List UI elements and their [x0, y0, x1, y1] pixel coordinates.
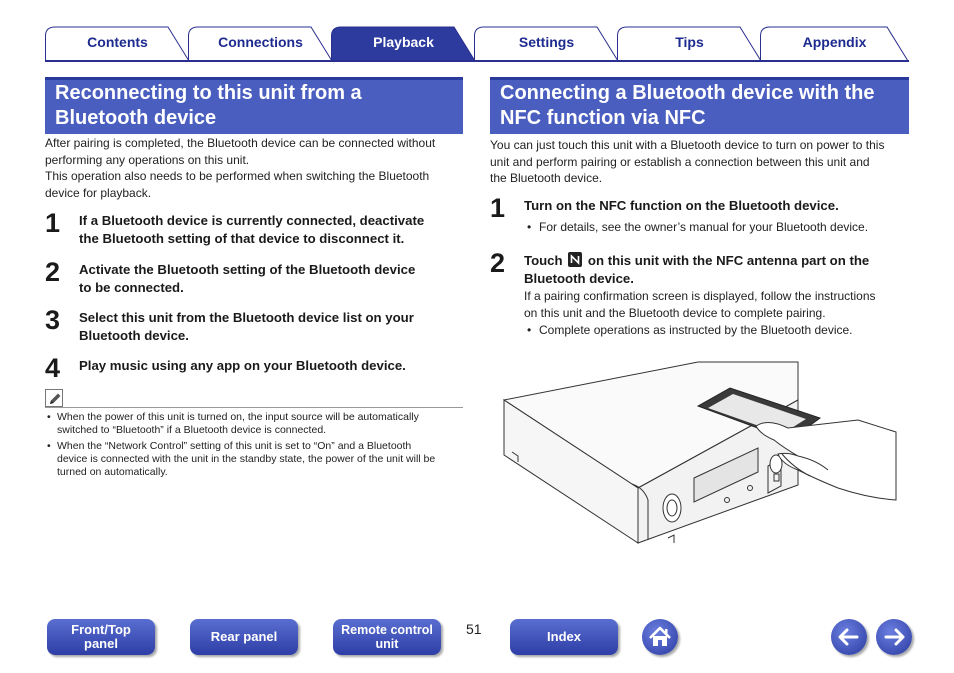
text-line: Bluetooth device.	[524, 270, 634, 286]
text-line: You can just touch this unit with a Blue…	[490, 138, 885, 152]
note-item: When the power of this unit is turned on…	[45, 411, 465, 437]
tab-bar: Contents Connections Playback Settings T…	[45, 26, 909, 62]
section-title-line: NFC function via NFC	[500, 107, 706, 129]
step-number: 2	[45, 257, 61, 287]
text-line: This operation also needs to be performe…	[45, 169, 430, 183]
step-text: Touch on this unit with the NFC antenna …	[524, 252, 869, 287]
front-top-panel-button[interactable]: Front/Top panel	[47, 619, 155, 655]
button-label: Remote control	[341, 623, 433, 637]
text-fragment: Touch	[524, 253, 563, 268]
remote-control-unit-button[interactable]: Remote control unit	[333, 619, 441, 655]
step-text: Activate the Bluetooth setting of the Bl…	[79, 261, 415, 296]
tab-contents-label: Contents	[87, 34, 148, 50]
text-line: the Bluetooth setting of that device to …	[79, 230, 405, 246]
note-divider	[45, 407, 463, 408]
button-label: unit	[375, 637, 399, 651]
text-line: When the power of this unit is turned on…	[57, 411, 419, 423]
intro-paragraph-2: This operation also needs to be performe…	[45, 168, 465, 201]
home-icon	[649, 626, 671, 646]
step-number: 4	[45, 353, 61, 383]
index-button[interactable]: Index	[510, 619, 618, 655]
note-item: When the “Network Control” setting of th…	[45, 440, 465, 480]
step-number: 1	[490, 193, 506, 223]
tab-contents[interactable]: Contents	[45, 26, 190, 62]
section-title-nfc: Connecting a Bluetooth device with the N…	[490, 77, 909, 134]
text-line: Touch on this unit with the NFC antenna …	[524, 252, 869, 270]
text-line: device for playback.	[45, 185, 152, 200]
tab-playback-label: Playback	[373, 34, 434, 50]
button-label: panel	[84, 636, 118, 651]
text-line: to be connected.	[79, 279, 184, 295]
section-title-line: Reconnecting to this unit from a	[55, 82, 362, 104]
section-title-reconnecting: Reconnecting to this unit from a Bluetoo…	[45, 77, 463, 134]
step-3: 3 Select this unit from the Bluetooth de…	[45, 305, 465, 345]
step-number: 2	[490, 248, 506, 278]
tab-tips[interactable]: Tips	[617, 26, 762, 62]
step-1: 1 If a Bluetooth device is currently con…	[45, 208, 465, 248]
text-line: If a Bluetooth device is currently conne…	[79, 213, 425, 228]
step-2: 2 Activate the Bluetooth setting of the …	[45, 257, 465, 297]
step-number: 3	[45, 305, 61, 335]
section-title-line: Bluetooth device	[55, 107, 217, 129]
text-line: turned on automatically.	[57, 466, 168, 479]
tab-connections[interactable]: Connections	[188, 26, 333, 62]
text-line: on this unit and the Bluetooth device to…	[524, 305, 826, 320]
text-line: the Bluetooth device.	[490, 171, 603, 185]
pencil-icon	[45, 389, 63, 407]
nfc-step-2-bullet: Complete operations as instructed by the…	[525, 322, 910, 338]
text-line: performing any operations on this unit.	[45, 152, 250, 167]
step-text: Select this unit from the Bluetooth devi…	[79, 309, 414, 344]
text-line: After pairing is completed, the Bluetoot…	[45, 136, 436, 150]
nfc-intro-paragraph: You can just touch this unit with a Blue…	[490, 137, 910, 187]
step-text: Turn on the NFC function on the Bluetoot…	[524, 198, 839, 213]
button-label: Rear panel	[210, 629, 278, 644]
intro-paragraph: After pairing is completed, the Bluetoot…	[45, 135, 465, 168]
text-line: unit and perform pairing or establish a …	[490, 154, 870, 169]
text-line: Activate the Bluetooth setting of the Bl…	[79, 262, 416, 277]
text-line: If a pairing confirmation screen is disp…	[524, 289, 876, 303]
text-line: Select this unit from the Bluetooth devi…	[79, 310, 414, 325]
tab-settings-label: Settings	[518, 34, 575, 50]
rear-panel-button[interactable]: Rear panel	[190, 619, 298, 655]
step-4: 4 Play music using any app on your Bluet…	[45, 353, 465, 383]
step-text: Play music using any app on your Bluetoo…	[79, 357, 406, 375]
step-text: If a Bluetooth device is currently conne…	[79, 212, 424, 247]
nfc-step-2-paragraph: If a pairing confirmation screen is disp…	[524, 288, 910, 321]
nfc-step-2: 2 Touch on this unit with the NFC antenn…	[490, 248, 910, 288]
tab-playback[interactable]: Playback	[331, 26, 476, 62]
text-fragment: on this unit with the NFC antenna part o…	[587, 253, 870, 268]
section-title-line: Connecting a Bluetooth device with the	[500, 82, 875, 104]
arrow-left-icon	[838, 628, 859, 646]
text-line: switched to “Bluetooth” if a Bluetooth d…	[57, 424, 327, 437]
page-number: 51	[466, 621, 482, 637]
step-number: 1	[45, 208, 61, 238]
text-line: Bluetooth device.	[79, 327, 189, 343]
arrow-right-icon	[884, 628, 905, 646]
back-button[interactable]	[831, 619, 867, 655]
forward-button[interactable]	[876, 619, 912, 655]
tab-settings[interactable]: Settings	[474, 26, 619, 62]
text-line: When the “Network Control” setting of th…	[57, 440, 412, 452]
tab-appendix-label: Appendix	[802, 34, 867, 50]
tab-underline	[45, 60, 909, 62]
home-button[interactable]	[642, 619, 678, 655]
text-line: Play music using any app on your Bluetoo…	[79, 358, 406, 373]
button-label: Index	[547, 629, 581, 644]
tab-connections-label: Connections	[218, 34, 303, 50]
nfc-touch-illustration	[498, 360, 898, 545]
nfc-step-1-bullet: For details, see the owner’s manual for …	[525, 219, 910, 235]
button-label: Front/Top	[71, 622, 131, 637]
tab-appendix[interactable]: Appendix	[760, 26, 909, 62]
nfc-mark-icon	[568, 252, 583, 267]
text-line: device is connected with the unit in the…	[57, 453, 436, 466]
nfc-step-1: 1 Turn on the NFC function on the Blueto…	[490, 193, 910, 223]
tab-tips-label: Tips	[675, 34, 704, 50]
